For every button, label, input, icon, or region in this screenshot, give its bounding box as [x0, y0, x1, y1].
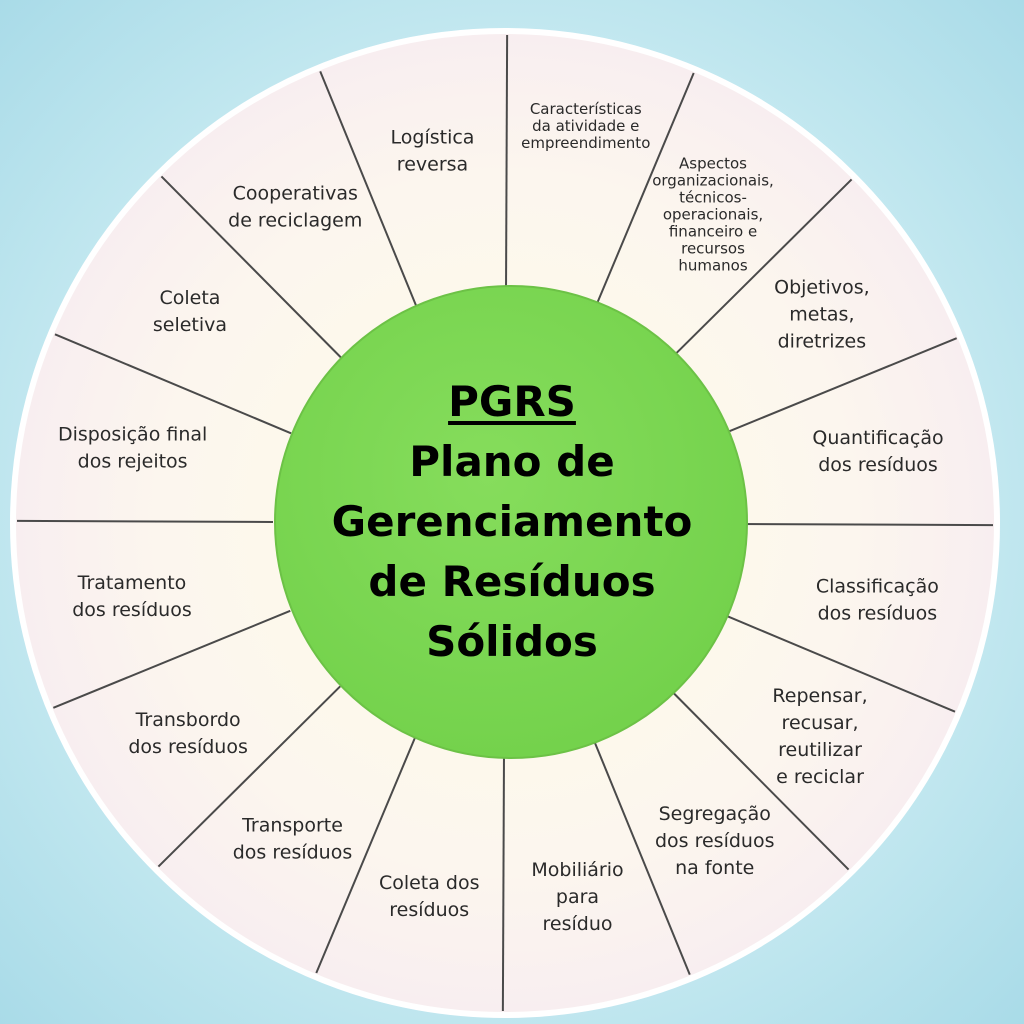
- segment-divider: [319, 70, 419, 309]
- segment-divider: [593, 72, 695, 310]
- segment-label-line: reversa: [397, 153, 468, 175]
- center-title: PGRS Plano de Gerenciamento de Resíduos …: [276, 292, 748, 752]
- segment-label-line: Classificação: [816, 575, 939, 597]
- segment-label-disposicao: Disposição final dos rejeitos: [58, 424, 207, 473]
- segment-label-line: diretrizes: [778, 330, 867, 352]
- segment-label-coleta-residuos: Coleta dos resíduos: [379, 872, 480, 921]
- segment-label-line: resíduo: [543, 913, 613, 935]
- segment-label-line: Disposição final: [58, 424, 207, 446]
- segment-label-classificacao: Classificação dos resíduos: [816, 575, 939, 624]
- center-line-1: Plano de: [409, 437, 615, 486]
- center-line-3: de Resíduos: [368, 557, 656, 606]
- segment-label-line: na fonte: [675, 857, 754, 879]
- segment-label-line: Mobiliário: [531, 859, 623, 881]
- segment-label-line: dos resíduos: [72, 599, 192, 621]
- segment-dividers: [17, 35, 993, 1011]
- segment-label-tratamento: Tratamento dos resíduos: [72, 572, 192, 621]
- segment-label-line: dos resíduos: [818, 602, 938, 624]
- segment-label-mobiliario: Mobiliário para resíduo: [531, 859, 623, 935]
- segment-divider: [157, 685, 341, 868]
- segment-label-line: para: [556, 886, 599, 908]
- segment-label-line: técnicos-: [679, 189, 747, 207]
- segment-divider: [667, 687, 850, 871]
- segment-label-line: Logística: [391, 126, 475, 148]
- segment-label-transbordo: Transbordo dos resíduos: [128, 709, 248, 758]
- segment-label-line: dos resíduos: [818, 454, 938, 476]
- segment-label-line: resíduos: [389, 899, 469, 921]
- segment-label-line: Cooperativas: [233, 183, 358, 205]
- center-circle: [274, 285, 748, 759]
- segment-label-line: dos resíduos: [128, 736, 248, 758]
- segment-label-line: dos resíduos: [233, 842, 353, 864]
- segment-label-line: Aspectos: [679, 155, 747, 173]
- segment-label-transporte: Transporte dos resíduos: [233, 815, 353, 864]
- segment-label-line: recursos: [681, 240, 745, 258]
- segment-label-line: Repensar,: [772, 685, 867, 707]
- segment-label-line: e reciclar: [776, 766, 864, 788]
- segment-label-objetivos: Objetivos, metas, diretrizes: [774, 276, 870, 352]
- segment-divider: [718, 611, 956, 713]
- segment-label-line: operacionais,: [663, 206, 763, 224]
- segment-label-coleta-seletiva: Coleta seletiva: [153, 287, 227, 336]
- segment-label-line: Tratamento: [77, 572, 187, 594]
- segment-label-line: metas,: [789, 303, 854, 325]
- segment-label-line: de reciclagem: [228, 210, 362, 232]
- segment-label-line: organizacionais,: [652, 172, 774, 190]
- center-line-2: Gerenciamento: [331, 497, 693, 546]
- segment-label-line: Transbordo: [135, 709, 241, 731]
- segment-label-line: empreendimento: [521, 134, 650, 152]
- segment-divider: [315, 736, 417, 974]
- segment-label-repensar: Repensar, recusar, reutilizar e reciclar: [772, 685, 867, 788]
- segment-label-line: Coleta: [159, 287, 220, 309]
- segment-divider: [160, 175, 343, 359]
- segment-label-line: dos resíduos: [655, 830, 775, 852]
- segment-label-line: Características: [530, 100, 642, 118]
- center-line-4: Sólidos: [426, 617, 598, 666]
- center-acronym: PGRS: [448, 377, 576, 426]
- segment-divider: [736, 523, 993, 527]
- segment-label-line: Transporte: [241, 815, 343, 837]
- segment-label-line: Objetivos,: [774, 276, 870, 298]
- segment-divider: [669, 178, 853, 361]
- segment-divider: [17, 519, 274, 523]
- segment-divider: [52, 609, 291, 709]
- segment-label-line: Coleta dos: [379, 872, 480, 894]
- segment-label-segregacao: Segregação dos resíduos na fonte: [655, 803, 775, 879]
- segment-label-line: da atividade e: [532, 117, 639, 135]
- segment-divider: [591, 737, 691, 976]
- segment-label-line: dos rejeitos: [78, 451, 188, 473]
- segment-divider: [505, 35, 509, 292]
- segment-label-quantificacao: Quantificação dos resíduos: [812, 427, 943, 476]
- segment-label-line: humanos: [678, 257, 748, 275]
- segment-divider: [719, 337, 958, 437]
- segment-divider: [54, 333, 292, 435]
- segment-label-line: recusar,: [782, 712, 859, 734]
- segment-label-logistica: Logística reversa: [391, 126, 475, 175]
- segment-label-line: financeiro e: [669, 223, 757, 241]
- segment-label-line: Segregação: [659, 803, 771, 825]
- segment-divider: [501, 754, 505, 1011]
- segment-label-line: Quantificação: [812, 427, 943, 449]
- segment-label-line: reutilizar: [778, 739, 862, 761]
- segment-label-line: seletiva: [153, 314, 227, 336]
- segment-label-cooperativas: Cooperativas de reciclagem: [228, 183, 362, 232]
